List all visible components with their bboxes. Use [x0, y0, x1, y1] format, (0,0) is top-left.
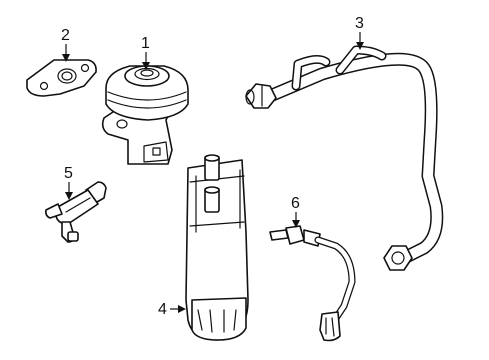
callout-label-1: 1	[141, 35, 150, 52]
part-egr-valve	[101, 65, 189, 165]
callout-4: 4	[158, 301, 186, 318]
callout-label-3: 3	[355, 15, 364, 32]
callout-label-4: 4	[158, 301, 167, 318]
callout-1: 1	[141, 35, 150, 70]
part-sensor-probe	[269, 225, 356, 342]
callout-2: 2	[61, 27, 70, 62]
part-gasket	[26, 59, 97, 97]
callout-label-2: 2	[61, 27, 70, 44]
part-sensor-solenoid	[45, 181, 107, 243]
callout-3: 3	[355, 15, 364, 50]
callout-label-6: 6	[291, 195, 300, 212]
callout-6: 6	[291, 195, 300, 228]
callout-5: 5	[64, 165, 73, 200]
part-egr-tube	[245, 45, 444, 271]
part-canister	[185, 154, 249, 341]
callout-label-5: 5	[64, 165, 73, 182]
